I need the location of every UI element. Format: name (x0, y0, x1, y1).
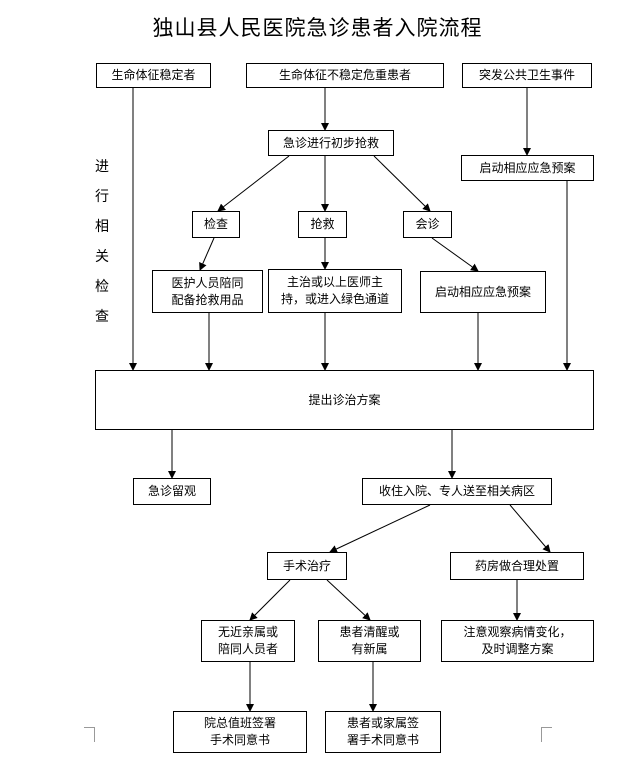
arrow-rescue-to-check (217, 155, 290, 212)
side-label-char: 相 (95, 219, 109, 235)
initial-rescue-box: 急诊进行初步抢救 (268, 130, 394, 156)
side-label-perform-checks: 进 行 相 关 检 查 (92, 152, 112, 332)
admission-box: 收住入院、专人送至相关病区 (362, 478, 552, 505)
physician-box: 主治或以上医师主 持，或进入绿色通道 (268, 269, 402, 313)
no-relatives-label-line2: 陪同人员者 (217, 642, 278, 656)
unstable-critical-label: 生命体征不稳定危重患者 (278, 68, 411, 82)
admission-label: 收住入院、专人送至相关病区 (378, 484, 535, 498)
observe-adjust-label-line1: 注意观察病情变化， (463, 625, 572, 639)
escort-label-line2: 配备抢救用品 (171, 292, 244, 307)
observation-box: 急诊留观 (133, 478, 211, 505)
arrow-surgery-to-conscious (326, 579, 371, 621)
surgery-label: 手术治疗 (282, 558, 331, 573)
emergency-plan-right-box: 启动相应应急预案 (461, 155, 594, 181)
arrow-consult-to-plan (431, 237, 479, 272)
rescue-box: 抢救 (298, 211, 347, 238)
family-sign-label-line2: 署手术同意书 (346, 733, 419, 747)
family-sign-label-line1: 患者或家属签 (346, 716, 419, 730)
no-relatives-box: 无近亲属或 陪同人员者 (201, 620, 295, 662)
side-label-char: 查 (95, 309, 109, 325)
physician-label-line1: 主治或以上医师主 (286, 275, 383, 289)
treatment-plan-box: 提出诊治方案 (95, 370, 594, 430)
side-label-char: 检 (95, 279, 109, 295)
rescue-label: 抢救 (310, 217, 335, 231)
conscious-box: 患者清醒或 有新属 (318, 620, 421, 662)
duty-sign-label-line1: 院总值班签署 (203, 716, 276, 730)
arrow-rescue-to-consult (373, 155, 431, 212)
physician-label-line2: 持，或进入绿色通道 (280, 292, 389, 306)
initial-rescue-label: 急诊进行初步抢救 (282, 135, 379, 150)
public-health-event-label: 突发公共卫生事件 (478, 68, 575, 82)
duty-sign-label-line2: 手术同意书 (209, 733, 270, 747)
page-title: 独山县人民医院急诊患者入院流程 (152, 16, 483, 40)
no-relatives-label-line1: 无近亲属或 (217, 625, 278, 639)
arrow-admission-to-pharmacy (509, 504, 551, 553)
conscious-label-line2: 有新属 (351, 642, 388, 656)
check-label: 检查 (203, 217, 228, 231)
observe-adjust-box: 注意观察病情变化， 及时调整方案 (441, 620, 594, 662)
side-label-char: 行 (95, 189, 109, 205)
treatment-plan-label: 提出诊治方案 (308, 392, 381, 407)
consult-label: 会诊 (415, 217, 440, 231)
arrow-surgery-to-norel (249, 579, 291, 621)
pharmacy-label: 药房做合理处置 (474, 558, 559, 573)
surgery-box: 手术治疗 (267, 552, 347, 580)
side-label-char: 进 (95, 159, 109, 175)
page-corner-mark-left (84, 727, 95, 742)
observation-label: 急诊留观 (147, 484, 196, 498)
check-box: 检查 (192, 211, 240, 238)
public-health-event-box: 突发公共卫生事件 (462, 63, 592, 88)
page-corner-mark-right (541, 727, 552, 742)
consult-box: 会诊 (403, 211, 452, 238)
emergency-plan-mid-label: 启动相应应急预案 (434, 284, 531, 299)
escort-label-line1: 医护人员陪同 (171, 275, 244, 290)
duty-sign-box: 院总值班签署 手术同意书 (173, 711, 307, 753)
escort-box: 医护人员陪同 配备抢救用品 (152, 270, 263, 313)
family-sign-box: 患者或家属签 署手术同意书 (325, 711, 441, 753)
conscious-label-line1: 患者清醒或 (339, 625, 400, 639)
unstable-critical-box: 生命体征不稳定危重患者 (246, 63, 444, 88)
stable-vitals-label: 生命体征稳定者 (111, 68, 196, 82)
stable-vitals-box: 生命体征稳定者 (96, 63, 211, 88)
arrow-admission-to-surgery (329, 504, 431, 553)
emergency-plan-mid-box: 启动相应应急预案 (420, 271, 546, 313)
pharmacy-box: 药房做合理处置 (450, 552, 584, 580)
side-label-char: 关 (95, 249, 109, 265)
observe-adjust-label-line2: 及时调整方案 (481, 642, 554, 656)
arrow-check-to-escort (199, 237, 215, 271)
emergency-plan-right-label: 启动相应应急预案 (479, 160, 576, 175)
